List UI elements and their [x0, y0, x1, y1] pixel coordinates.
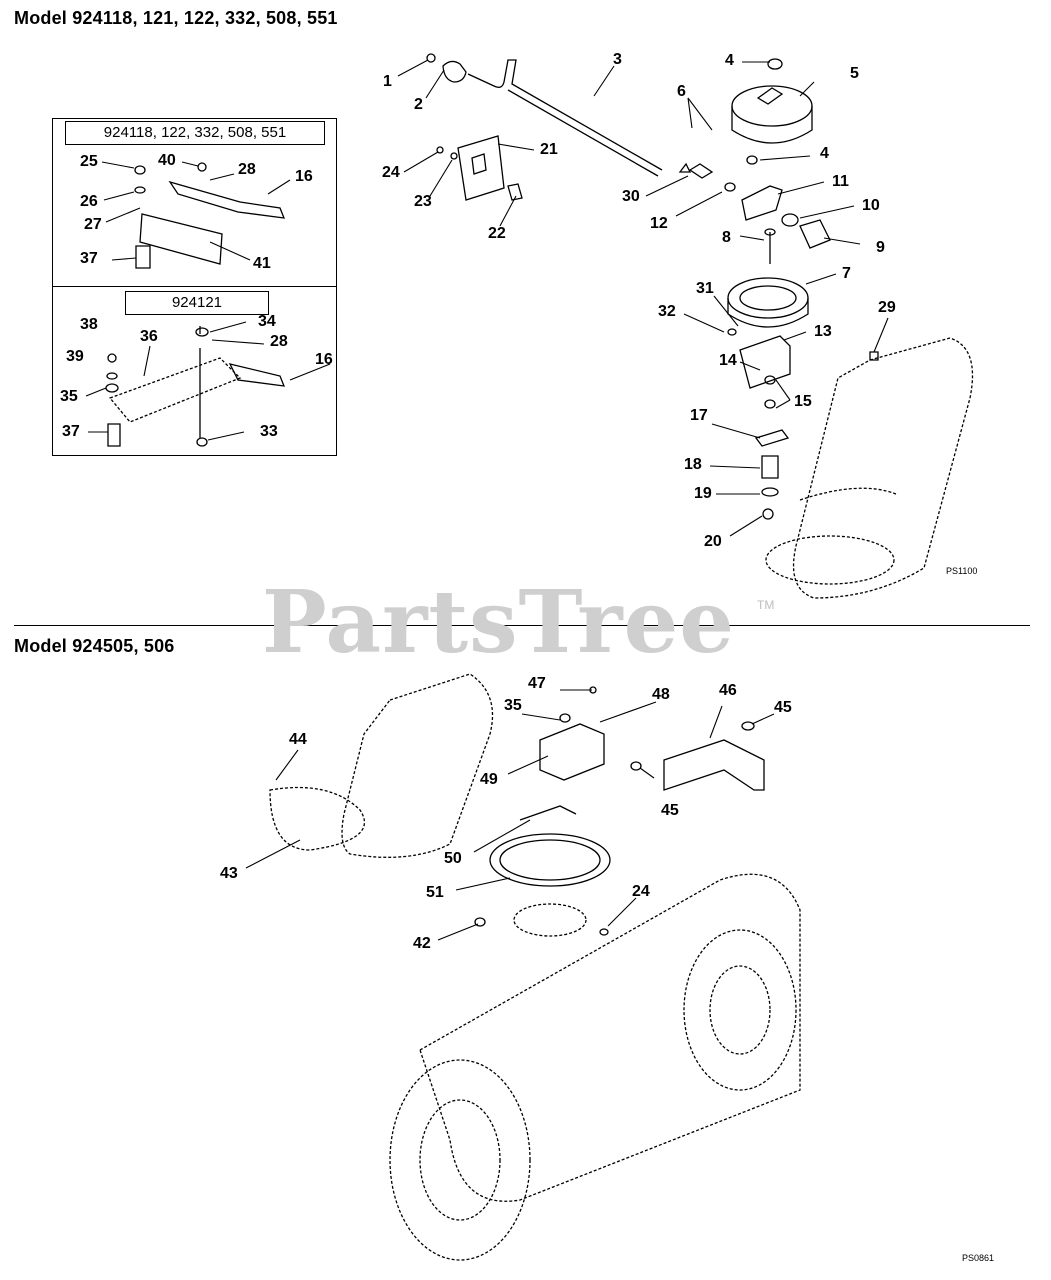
callout-4a: 4 [725, 52, 734, 69]
inset-bottom-parts [105, 326, 286, 447]
callout-32: 32 [658, 303, 676, 320]
callout-3: 3 [613, 51, 622, 68]
section-title-top: Model 924118, 121, 122, 332, 508, 551 [14, 8, 338, 28]
callout-41: 41 [253, 255, 271, 272]
callout-10: 10 [862, 197, 880, 214]
inset-separator [53, 286, 336, 287]
callout-23: 23 [414, 193, 432, 210]
discharge-chute-top [765, 337, 974, 599]
callout-47: 47 [528, 675, 546, 692]
inset-top-parts [134, 162, 286, 269]
auger-housing [389, 873, 801, 1261]
callout-33: 33 [260, 423, 278, 440]
callout-6: 6 [677, 83, 686, 100]
chute-deflector [663, 721, 765, 791]
callout-24b: 24 [632, 883, 650, 900]
callout-1: 1 [383, 73, 392, 90]
callout-12: 12 [650, 215, 668, 232]
leader-lines [85, 59, 889, 941]
discharge-chute-bottom [269, 673, 494, 858]
callout-29: 29 [878, 299, 896, 316]
callout-48: 48 [652, 686, 670, 703]
callout-16a: 16 [295, 168, 313, 185]
figure-code-top: PS1100 [946, 566, 978, 576]
callout-37b: 37 [62, 423, 80, 440]
callout-37a: 37 [80, 250, 98, 267]
callout-40: 40 [158, 152, 176, 169]
callout-50: 50 [444, 850, 462, 867]
callout-44: 44 [289, 731, 307, 748]
callout-25: 25 [80, 153, 98, 170]
callout-36: 36 [140, 328, 158, 345]
callout-24a: 24 [382, 164, 400, 181]
callout-18: 18 [684, 456, 702, 473]
inset-label-bottom: 924121 [125, 291, 269, 315]
callout-51: 51 [426, 884, 444, 901]
callout-35a: 35 [60, 388, 78, 405]
callout-46: 46 [719, 682, 737, 699]
chute-bracket-assembly [436, 135, 831, 264]
callout-26: 26 [80, 193, 98, 210]
callout-7: 7 [842, 265, 851, 282]
chute-mount-ring [474, 805, 611, 936]
section-divider [14, 625, 1030, 626]
trademark: TM [757, 598, 775, 612]
callout-8: 8 [722, 229, 731, 246]
chute-drive-motor [539, 686, 642, 781]
callout-22: 22 [488, 225, 506, 242]
callout-14: 14 [719, 352, 737, 369]
chute-ring-gear [727, 277, 809, 328]
callout-20: 20 [704, 533, 722, 550]
callout-13: 13 [814, 323, 832, 340]
callout-42: 42 [413, 935, 431, 952]
callout-4b: 4 [820, 145, 829, 162]
callout-30: 30 [622, 188, 640, 205]
figure-code-bottom: PS0861 [962, 1253, 995, 1263]
callout-35b: 35 [504, 697, 522, 714]
callout-9: 9 [876, 239, 885, 256]
callout-39: 39 [66, 348, 84, 365]
callout-2: 2 [414, 96, 423, 113]
callout-11: 11 [832, 173, 849, 190]
callout-27: 27 [84, 216, 102, 233]
inset-box: 924118, 122, 332, 508, 551 924121 [52, 118, 337, 456]
callout-15: 15 [794, 393, 812, 410]
callout-17: 17 [690, 407, 708, 424]
callout-28a: 28 [238, 161, 256, 178]
inset-label-top: 924118, 122, 332, 508, 551 [65, 121, 325, 145]
callout-38: 38 [80, 316, 98, 333]
callout-28b: 28 [270, 333, 288, 350]
chute-crank-rod [426, 53, 714, 179]
chute-pivot-stack [727, 328, 879, 520]
callout-31: 31 [696, 280, 714, 297]
callout-49: 49 [480, 771, 498, 788]
callout-34: 34 [258, 313, 276, 330]
chute-handle-knob [731, 58, 813, 165]
callout-16b: 16 [315, 351, 333, 368]
callout-45b: 45 [661, 802, 679, 819]
section-title-bottom: Model 924505, 506 [14, 636, 175, 656]
callout-5: 5 [850, 65, 859, 82]
callout-21: 21 [540, 141, 558, 158]
callout-45a: 45 [774, 699, 792, 716]
callout-43: 43 [220, 865, 238, 882]
watermark: PartsTree [262, 572, 736, 673]
callout-19: 19 [694, 485, 712, 502]
